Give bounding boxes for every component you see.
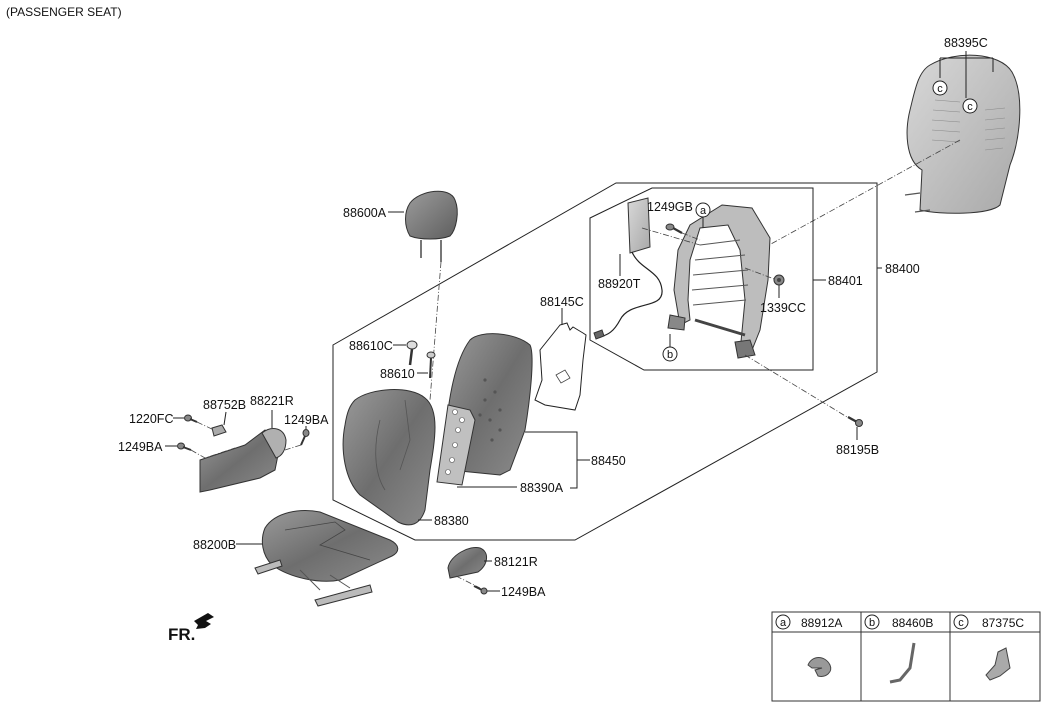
label-88380: 88380 — [434, 514, 469, 528]
svg-text:c: c — [937, 83, 943, 95]
legend-part-b: 88460B — [892, 616, 933, 630]
seatback-pad-88395C — [904, 54, 1021, 214]
label-88221R: 88221R — [250, 394, 294, 408]
bracket-88752B — [211, 424, 227, 437]
label-88610C: 88610C — [349, 339, 393, 353]
frame-outline-88401 — [589, 187, 814, 371]
clip-88912A — [807, 657, 832, 677]
assembly-outline-88400 — [332, 182, 878, 541]
headrest-guide-88610C — [406, 340, 418, 366]
diagram-title: (PASSENGER SEAT) — [6, 5, 122, 19]
label-88200B: 88200B — [193, 538, 236, 552]
screw-1249BA-right — [300, 429, 310, 446]
label-1220FC: 1220FC — [129, 412, 173, 426]
svg-text:c: c — [967, 101, 973, 113]
screw-1220FC — [184, 414, 198, 423]
legend-col-b: b 88460B — [864, 614, 933, 684]
front-direction-indicator: FR. — [168, 613, 214, 644]
label-88752B: 88752B — [203, 398, 246, 412]
headrest-guide-88610 — [426, 351, 436, 379]
callout-c-1: c — [932, 80, 948, 96]
pad-88390A — [436, 404, 476, 486]
label-88395C: 88395C — [944, 36, 988, 50]
bolt-88195B — [847, 415, 863, 427]
label-1339CC: 1339CC — [760, 301, 806, 315]
side-cover-88221R — [199, 428, 287, 493]
bolt-1249GB — [665, 223, 683, 234]
svg-text:b: b — [667, 349, 673, 361]
svg-text:FR.: FR. — [168, 625, 195, 644]
headrest-88600A — [405, 190, 458, 262]
label-88600A: 88600A — [343, 206, 387, 220]
label-88920T: 88920T — [598, 277, 641, 291]
label-88400: 88400 — [885, 262, 920, 276]
label-1249BA-bottom: 1249BA — [501, 585, 546, 599]
seat-cushion-88200B — [254, 510, 399, 607]
airbag-module-88920T — [593, 197, 663, 340]
label-1249BA-left: 1249BA — [118, 440, 163, 454]
svg-text:a: a — [700, 205, 707, 217]
svg-text:a: a — [780, 617, 787, 629]
screw-1249BA-left — [177, 442, 192, 451]
label-1249GB: 1249GB — [647, 200, 693, 214]
legend-part-a: 88912A — [801, 616, 842, 630]
seatback-frame — [667, 204, 771, 359]
label-88390A: 88390A — [520, 481, 564, 495]
nut-1339CC — [773, 274, 785, 286]
back-cover-88380 — [342, 389, 436, 526]
callout-c-2: c — [962, 98, 978, 114]
legend-part-c: 87375C — [982, 616, 1024, 630]
legend-col-a: a 88912A — [775, 614, 842, 677]
label-88195B: 88195B — [836, 443, 879, 457]
callout-a: a — [695, 202, 711, 218]
label-88401: 88401 — [828, 274, 863, 288]
legend-table: a 88912A b 88460B c 87375C — [771, 611, 1041, 702]
label-88145C: 88145C — [540, 295, 584, 309]
screw-1249BA-bottom — [473, 585, 488, 595]
front-arrow-icon — [194, 613, 214, 629]
svg-text:b: b — [869, 617, 875, 629]
clip-88460B — [889, 642, 916, 684]
side-cover-88121R — [447, 546, 487, 579]
callout-b: b — [662, 346, 678, 362]
label-88450: 88450 — [591, 454, 626, 468]
label-88121R: 88121R — [494, 555, 538, 569]
legend-col-c: c 87375C — [953, 614, 1024, 681]
svg-text:c: c — [958, 617, 964, 629]
label-1249BA-right: 1249BA — [284, 413, 329, 427]
clip-87375C — [985, 647, 1011, 681]
label-88610: 88610 — [380, 367, 415, 381]
back-panel-88145C — [534, 322, 587, 411]
